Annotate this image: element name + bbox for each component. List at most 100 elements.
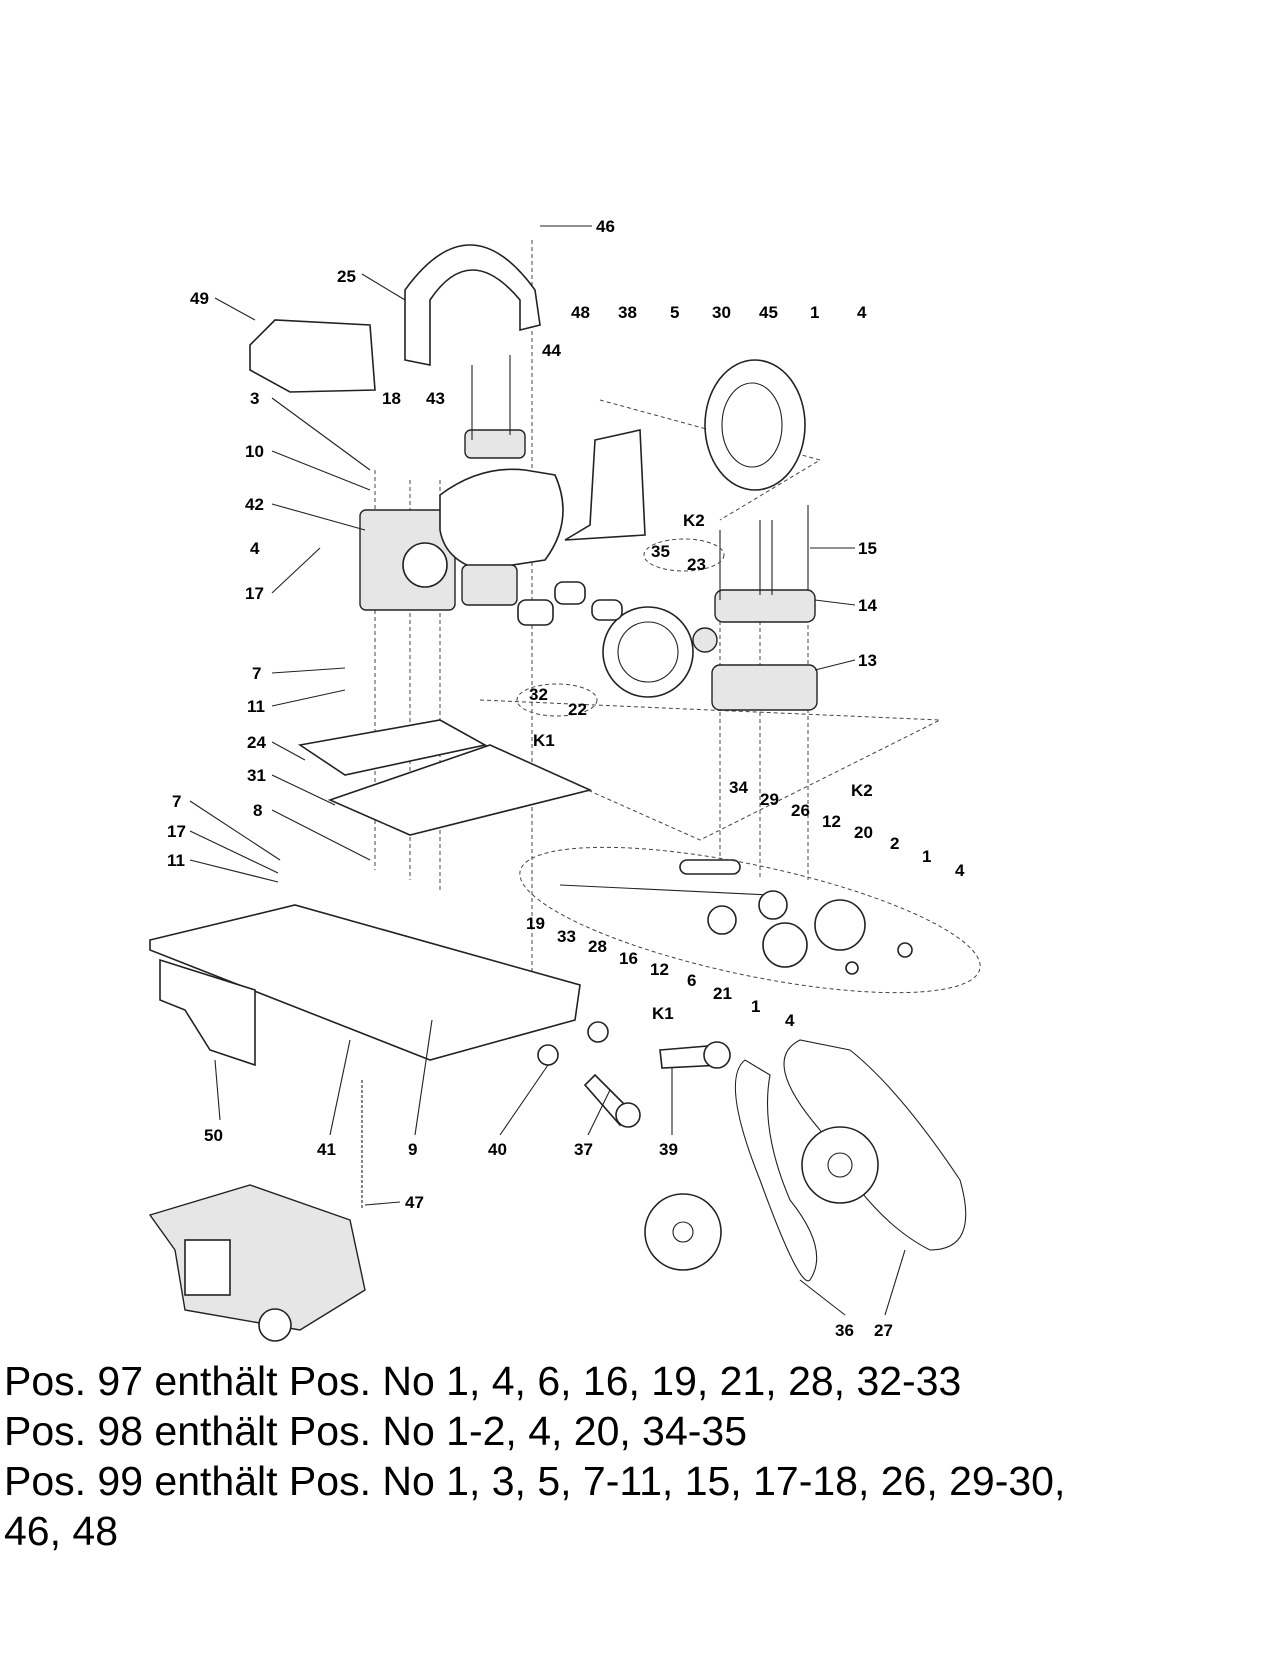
callout-labels: 46 25 49 48 38 5 30 45 1 4 44 3 18 43 10…: [167, 217, 965, 1340]
callout-20: 20: [854, 823, 873, 842]
belt-36: [734, 1059, 818, 1282]
callout-2: 2: [890, 834, 899, 853]
callout-12: 12: [822, 812, 841, 831]
callout-9: 9: [408, 1140, 417, 1159]
callout-k1: K1: [652, 1004, 674, 1023]
pulley-hub: [827, 1152, 853, 1178]
callout-7: 7: [172, 792, 181, 811]
callout-14: 14: [858, 596, 877, 615]
callout-4: 4: [785, 1011, 795, 1030]
group-outline-k1-top: [516, 683, 598, 717]
spring-part: [587, 1021, 609, 1043]
callout-29: 29: [760, 790, 779, 809]
callout-12: 12: [650, 960, 669, 979]
gearbox-flange: [402, 542, 448, 588]
callout-49: 49: [190, 289, 209, 308]
callout-41: 41: [317, 1140, 336, 1159]
callout-24: 24: [247, 733, 266, 752]
group-outline-k: [519, 846, 981, 994]
callout-1: 1: [922, 847, 931, 866]
parts-diagram: 46 25 49 48 38 5 30 45 1 4 44 3 18 43 10…: [148, 217, 981, 1342]
callout-1: 1: [810, 303, 819, 322]
belt-27: [783, 1039, 967, 1251]
note-pos-99: Pos. 99 enthält Pos. No 1, 3, 5, 7-11, 1…: [4, 1458, 1066, 1504]
callout-3: 3: [250, 389, 259, 408]
callout-4: 4: [857, 303, 867, 322]
bearing-part: [758, 890, 788, 920]
callout-42: 42: [245, 495, 264, 514]
callout-28: 28: [588, 937, 607, 956]
sleeve-part: [517, 599, 554, 626]
callout-21: 21: [713, 984, 732, 1003]
callout-37: 37: [574, 1140, 593, 1159]
wheel-part: [704, 359, 806, 491]
base-frame-part: [149, 904, 581, 1061]
side-plate-part: [159, 958, 256, 1067]
parts-notes: Pos. 97 enthält Pos. No 1, 4, 6, 16, 19,…: [4, 1356, 1065, 1556]
callout-48: 48: [571, 303, 590, 322]
callout-4: 4: [250, 539, 260, 558]
callout-31: 31: [247, 766, 266, 785]
sleeve-34: [679, 859, 741, 875]
bearing-block-14: [714, 589, 816, 623]
callout-26: 26: [791, 801, 810, 820]
motor-bracket-part: [564, 429, 646, 541]
callout-8: 8: [253, 801, 262, 820]
callout-18: 18: [382, 389, 401, 408]
motor-cover-part: [249, 319, 376, 393]
sleeve-part: [554, 581, 586, 605]
pinion-part: [692, 627, 718, 653]
callout-50: 50: [204, 1126, 223, 1145]
sleeve-part: [591, 599, 623, 621]
callout-38: 38: [618, 303, 637, 322]
pulley-20: [814, 899, 866, 951]
callout-34: 34: [729, 778, 748, 797]
pulley-21: [762, 922, 808, 968]
callout-25: 25: [337, 267, 356, 286]
machine-thumbnail: [148, 1184, 366, 1342]
callout-23: 23: [687, 555, 706, 574]
pulley-small: [644, 1193, 722, 1271]
washer-part: [845, 961, 859, 975]
wheel-hub: [721, 382, 783, 468]
callout-17: 17: [167, 822, 186, 841]
callout-k2: K2: [683, 511, 705, 530]
callout-32: 32: [529, 685, 548, 704]
bolts-15: [471, 355, 809, 600]
callout-40: 40: [488, 1140, 507, 1159]
leader-lines: [189, 225, 906, 1316]
note-pos-97: Pos. 97 enthält Pos. No 1, 4, 6, 16, 19,…: [4, 1358, 962, 1404]
spring-40: [537, 1044, 559, 1066]
callout-45: 45: [759, 303, 778, 322]
callout-36: 36: [835, 1321, 854, 1340]
callout-11: 11: [247, 697, 265, 716]
mounting-plate-31: [327, 744, 593, 836]
callout-39: 39: [659, 1140, 678, 1159]
gear-wheel-spokes: [617, 621, 679, 683]
callout-30: 30: [712, 303, 731, 322]
callout-46: 46: [596, 217, 615, 236]
bearing-part: [707, 905, 737, 935]
callout-10: 10: [245, 442, 264, 461]
note-pos-99-cont: 46, 48: [4, 1508, 118, 1554]
callout-33: 33: [557, 927, 576, 946]
callout-13: 13: [858, 651, 877, 670]
callout-5: 5: [670, 303, 679, 322]
mounting-plate-24: [297, 719, 488, 776]
group-outline-k2-top: [643, 538, 725, 572]
gear-wheel-part: [602, 606, 694, 698]
bearing-block-13: [711, 664, 818, 711]
callout-16: 16: [619, 949, 638, 968]
pulley-large: [801, 1126, 879, 1204]
callout-27: 27: [874, 1321, 893, 1340]
callout-22: 22: [568, 700, 587, 719]
note-pos-98: Pos. 98 enthält Pos. No 1-2, 4, 20, 34-3…: [4, 1408, 748, 1454]
callout-47: 47: [405, 1193, 424, 1212]
bearing-block-upper: [464, 429, 526, 459]
callout-k1: K1: [533, 731, 555, 750]
callout-43: 43: [426, 389, 445, 408]
callout-1: 1: [751, 997, 760, 1016]
callout-19: 19: [526, 914, 545, 933]
motor-part: [439, 468, 564, 571]
bearing-block-lower: [461, 564, 518, 606]
